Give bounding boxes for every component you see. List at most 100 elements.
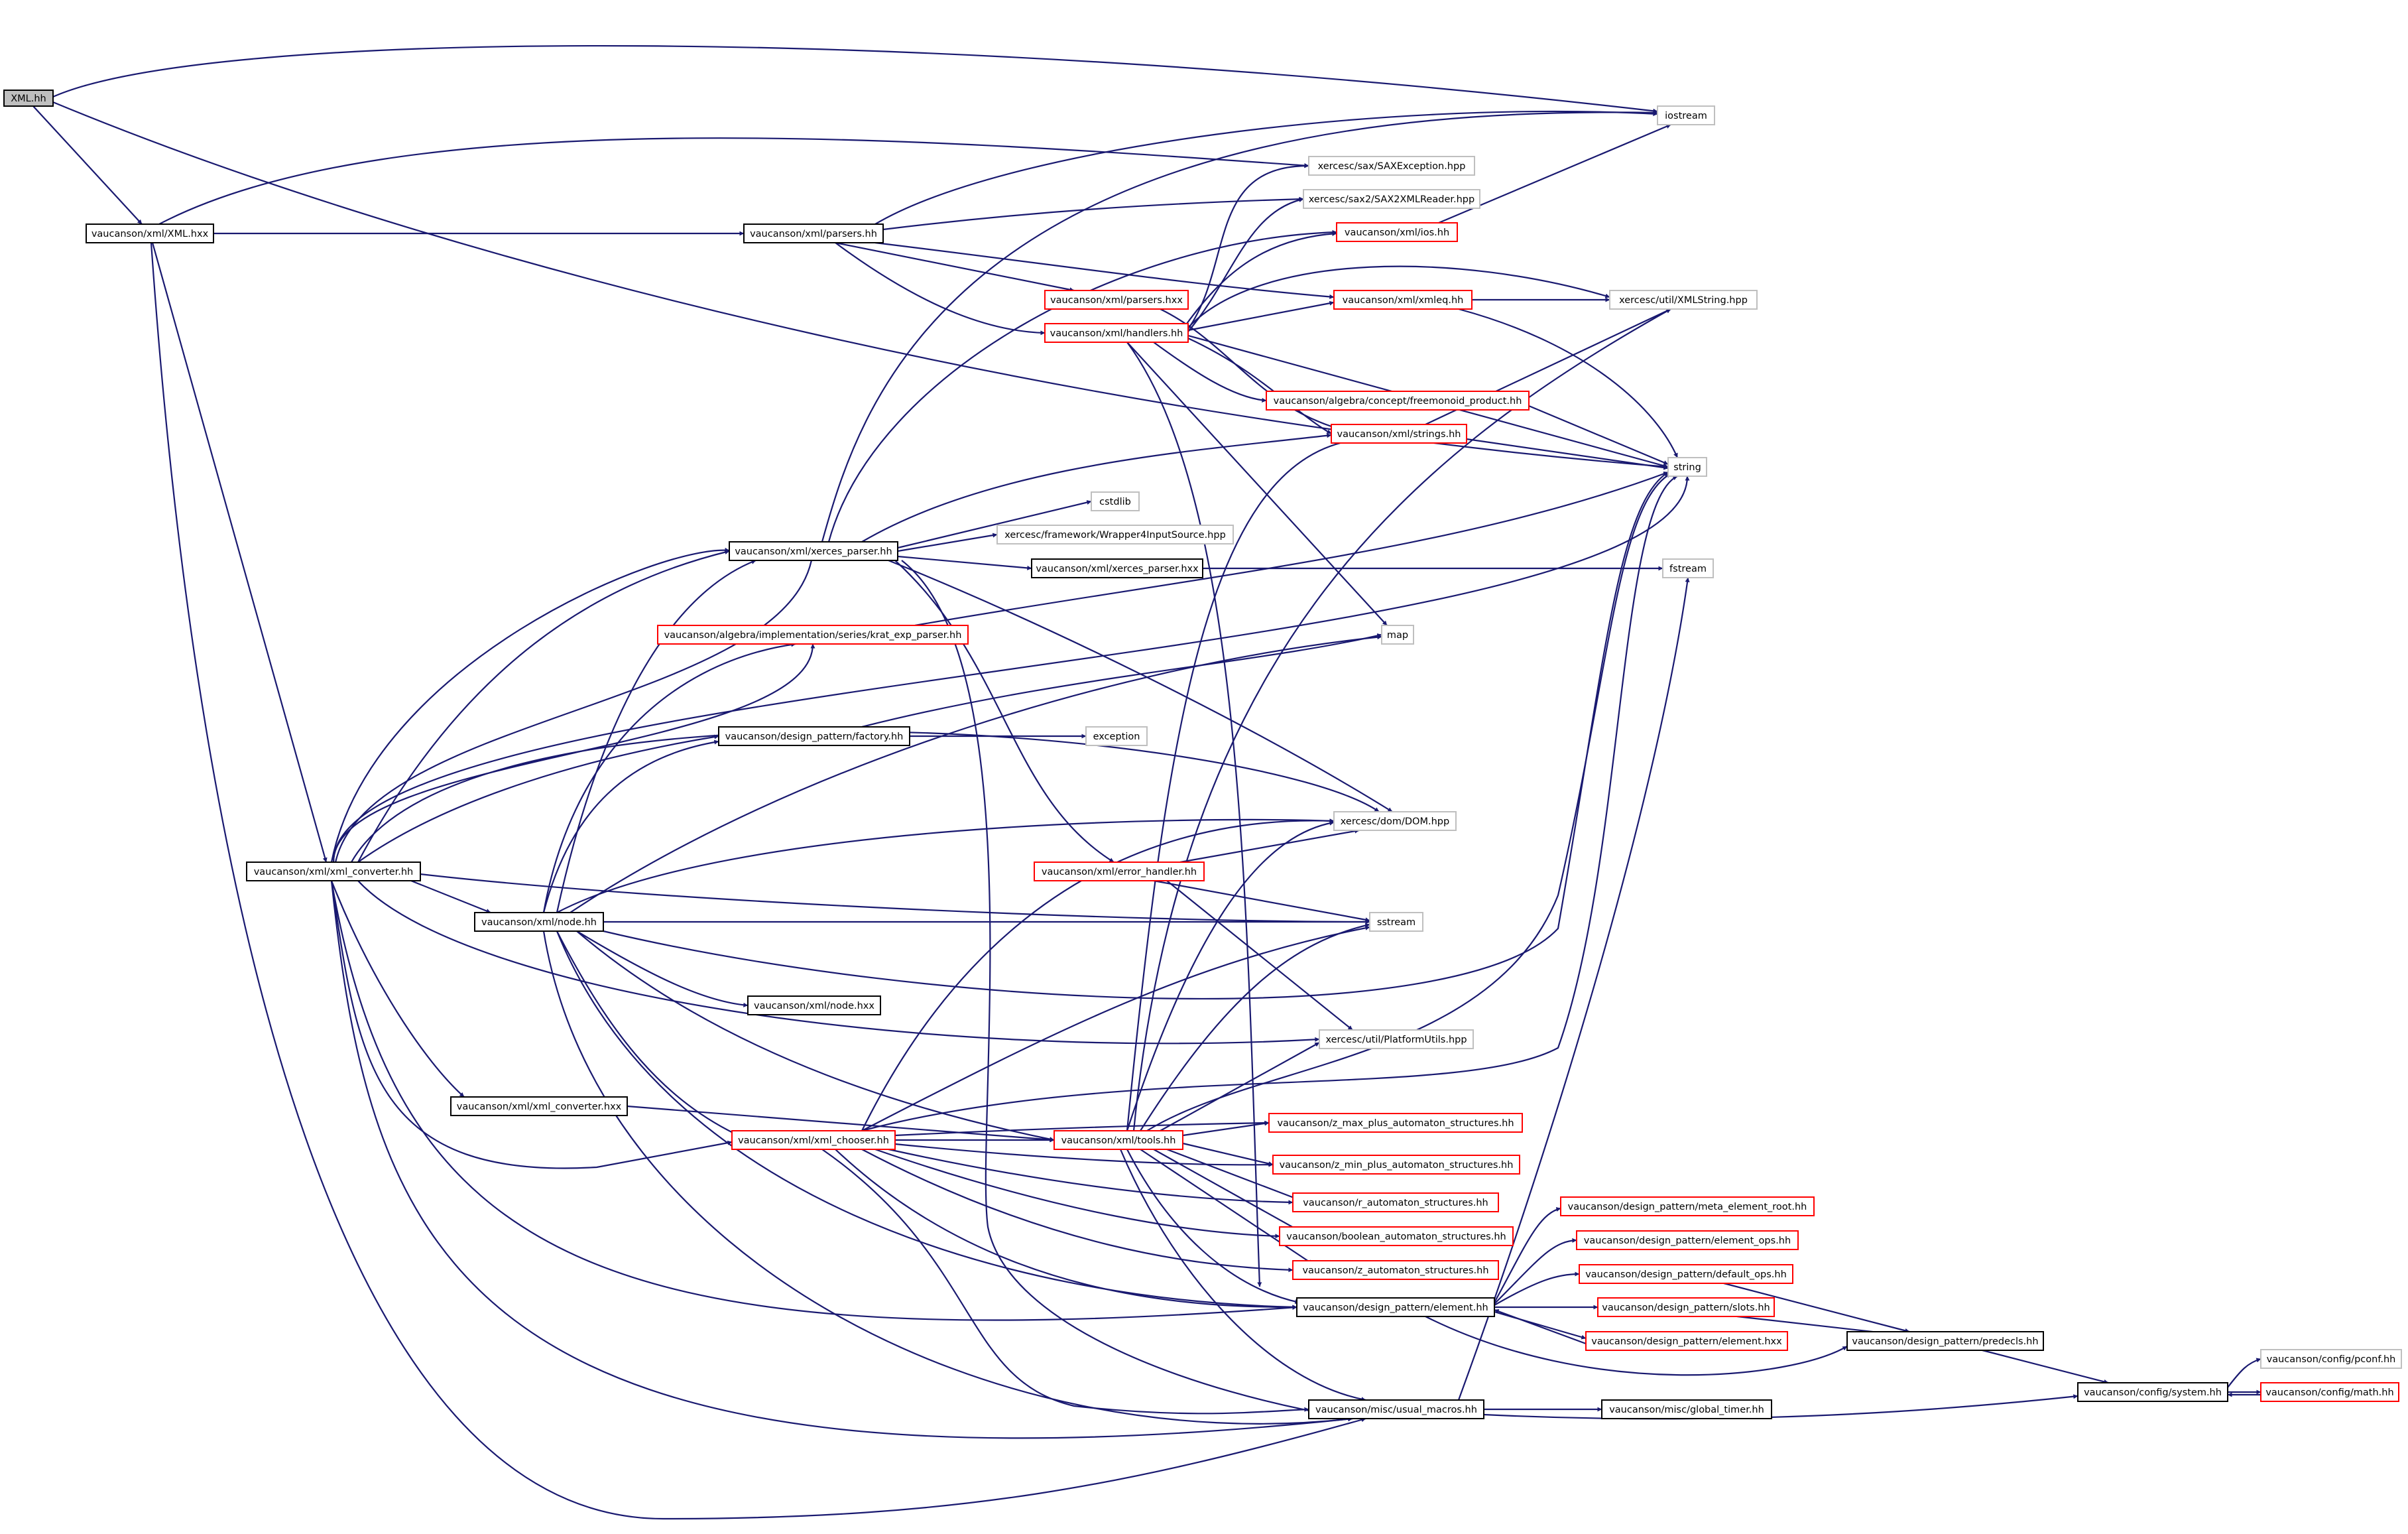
node-box: [2260, 1349, 2402, 1369]
node-xerces-parser-hh[interactable]: vaucanson/xml/xerces_parser.hh: [729, 541, 898, 561]
edge-xml_hxx-to-xml_converter_hh: [151, 242, 328, 863]
node-default-ops[interactable]: vaucanson/design_pattern/default_ops.hh: [1579, 1264, 1793, 1284]
node-element-hxx[interactable]: vaucanson/design_pattern/element.hxx: [1585, 1331, 1788, 1351]
edge-node_hh-to-usual_macros_hh: [542, 930, 1353, 1425]
edge-xml_converter_hh-to-element_hh: [330, 880, 1297, 1321]
node-pconf-hh[interactable]: vaucanson/config/pconf.hh: [2260, 1349, 2402, 1369]
node-default-ops-label: vaucanson/design_pattern/default_ops.hh: [1585, 1269, 1787, 1280]
node-error-handler-hh[interactable]: vaucanson/xml/error_handler.hh: [1034, 862, 1205, 881]
node-boolean-automaton[interactable]: vaucanson/boolean_automaton_structures.h…: [1279, 1226, 1514, 1246]
edge-xml_converter_hh-to-sstream: [420, 873, 1370, 925]
node-xml-hxx[interactable]: vaucanson/xml/XML.hxx: [86, 224, 214, 243]
node-slots-hh[interactable]: vaucanson/design_pattern/slots.hh: [1597, 1297, 1775, 1317]
node-node-hxx[interactable]: vaucanson/xml/node.hxx: [747, 995, 881, 1015]
node-string-label: string: [1673, 462, 1701, 473]
node-strings-hh[interactable]: vaucanson/xml/strings.hh: [1331, 424, 1467, 444]
node-usual-macros-hh[interactable]: vaucanson/misc/usual_macros.hh: [1308, 1399, 1484, 1419]
node-xmleq-hh-label: vaucanson/xml/xmleq.hh: [1343, 295, 1464, 306]
node-node-hh[interactable]: vaucanson/xml/node.hh: [474, 912, 604, 932]
node-map[interactable]: map: [1381, 625, 1414, 645]
node-element-ops[interactable]: vaucanson/design_pattern/element_ops.hh: [1576, 1230, 1799, 1250]
edge-strings_hh-to-string: [1466, 438, 1669, 470]
node-box: [3, 90, 54, 107]
node-exception[interactable]: exception: [1085, 726, 1148, 746]
node-box: [1336, 222, 1458, 242]
node-box: [246, 862, 421, 881]
edge-xml_hxx-to-saxexception: [158, 137, 1309, 225]
node-box: [1331, 424, 1467, 444]
node-math-hh[interactable]: vaucanson/config/math.hh: [2260, 1382, 2399, 1402]
edge-tools_hh-to-xmlstring: [1132, 308, 1671, 1131]
edge-xml_converter_hh-to-xml_chooser_hh: [330, 880, 733, 1169]
node-box: [1292, 1260, 1499, 1280]
node-element-hh[interactable]: vaucanson/design_pattern/element.hh: [1296, 1297, 1495, 1317]
node-sstream[interactable]: sstream: [1369, 912, 1423, 932]
node-usual-macros-hh-label: vaucanson/misc/usual_macros.hh: [1315, 1405, 1477, 1415]
edge-node_hh-to-krat_exp_parser: [542, 642, 796, 913]
node-sax-exception[interactable]: xercesc/sax/SAXException.hpp: [1308, 156, 1475, 176]
node-element-ops-label: vaucanson/design_pattern/element_ops.hh: [1584, 1236, 1791, 1246]
edge-xml_chooser_hh-to-z_min_plus: [894, 1143, 1274, 1167]
node-box: [450, 1096, 628, 1116]
node-tools-hh[interactable]: vaucanson/xml/tools.hh: [1054, 1130, 1183, 1150]
node-box: [1279, 1226, 1514, 1246]
node-xml-hxx-label: vaucanson/xml/XML.hxx: [91, 229, 209, 239]
node-xerces-parser-hxx[interactable]: vaucanson/xml/xerces_parser.hxx: [1031, 558, 1203, 578]
edge-node_hh-to-map: [570, 635, 1382, 913]
node-r-automaton[interactable]: vaucanson/r_automaton_structures.hh: [1292, 1192, 1499, 1212]
node-z-max-plus[interactable]: vaucanson/z_max_plus_automaton_structure…: [1268, 1113, 1523, 1133]
edge-xerces_parser_hh-to-cstdlib: [897, 500, 1092, 549]
node-string[interactable]: string: [1667, 457, 1707, 477]
node-platform-utils[interactable]: xercesc/util/PlatformUtils.hpp: [1319, 1029, 1474, 1049]
edge-xml_chooser_hh-to-z_max_plus: [894, 1120, 1270, 1137]
node-krat-exp-parser[interactable]: vaucanson/algebra/implementation/series/…: [657, 625, 969, 645]
node-xml-chooser-hh-label: vaucanson/xml/xml_chooser.hh: [738, 1135, 889, 1146]
node-handlers-hh[interactable]: vaucanson/xml/handlers.hh: [1044, 323, 1189, 343]
node-meta-element-root[interactable]: vaucanson/design_pattern/meta_element_ro…: [1560, 1196, 1815, 1216]
node-global-timer-hh[interactable]: vaucanson/misc/global_timer.hh: [1601, 1399, 1772, 1419]
edge-xml_converter_hh-to-xerces_parser_hh: [330, 547, 730, 863]
node-box: [1601, 1399, 1772, 1419]
node-xml-chooser-hh[interactable]: vaucanson/xml/xml_chooser.hh: [731, 1130, 896, 1150]
node-iostream[interactable]: iostream: [1657, 105, 1715, 125]
edge-predecls_hh-to-system_hh: [1982, 1349, 2109, 1384]
node-xml-string[interactable]: xercesc/util/XMLString.hpp: [1609, 290, 1758, 310]
node-box: [1031, 558, 1203, 578]
node-box: [1266, 391, 1530, 411]
edge-xml_chooser_hh-to-usual_macros_hh: [821, 1149, 1309, 1415]
node-factory-hh[interactable]: vaucanson/design_pattern/factory.hh: [718, 726, 910, 746]
edge-xerces_parser_hh-to-dom_hpp: [888, 559, 1393, 812]
edge-tools_hh-to-element_hh: [1126, 1149, 1300, 1304]
node-dom-hpp[interactable]: xercesc/dom/DOM.hpp: [1333, 811, 1457, 831]
edge-handlers_hh-to-saxexception: [1187, 163, 1309, 330]
node-predecls-hh-label: vaucanson/design_pattern/predecls.hh: [1852, 1336, 2038, 1347]
node-xmleq-hh[interactable]: vaucanson/xml/xmleq.hh: [1333, 290, 1473, 310]
node-xml-converter-hxx[interactable]: vaucanson/xml/xml_converter.hxx: [450, 1096, 628, 1116]
node-xml-converter-hh[interactable]: vaucanson/xml/xml_converter.hh: [246, 862, 421, 881]
node-freemonoid-product[interactable]: vaucanson/algebra/concept/freemonoid_pro…: [1266, 391, 1530, 411]
node-z-automaton-label: vaucanson/z_automaton_structures.hh: [1302, 1265, 1488, 1276]
edge-handlers_hh-to-freemonoid: [1153, 342, 1267, 403]
edge-xerces_parser_hh-to-ios_hh: [827, 229, 1337, 543]
node-parsers-hh[interactable]: vaucanson/xml/parsers.hh: [743, 224, 884, 243]
node-parsers-hxx[interactable]: vaucanson/xml/parsers.hxx: [1044, 290, 1189, 310]
node-fstream[interactable]: fstream: [1662, 558, 1714, 578]
node-box: [1308, 156, 1475, 176]
node-xerces-parser-hxx-label: vaucanson/xml/xerces_parser.hxx: [1036, 564, 1199, 574]
node-predecls-hh[interactable]: vaucanson/design_pattern/predecls.hh: [1846, 1331, 2044, 1351]
node-sax2-xml-reader[interactable]: xercesc/sax2/SAX2XMLReader.hpp: [1303, 189, 1480, 209]
edge-xml_chooser_hh-to-z_automaton: [861, 1149, 1294, 1273]
edge-error_handler_hh-to-dom_hpp: [1179, 828, 1360, 863]
node-wrapper4-input-source[interactable]: xercesc/framework/Wrapper4InputSource.hp…: [996, 525, 1234, 544]
node-xml-hh[interactable]: XML.hh: [3, 90, 54, 107]
edge-usual_macros_hh-to-fstream: [1457, 577, 1690, 1401]
edge-xml_chooser_hh-to-string: [861, 476, 1678, 1132]
node-z-automaton[interactable]: vaucanson/z_automaton_structures.hh: [1292, 1260, 1499, 1280]
node-box: [1091, 491, 1140, 511]
node-cstdlib[interactable]: cstdlib: [1091, 491, 1140, 511]
node-box: [718, 726, 910, 746]
node-ios-hh[interactable]: vaucanson/xml/ios.hh: [1336, 222, 1458, 242]
node-z-min-plus[interactable]: vaucanson/z_min_plus_automaton_structure…: [1272, 1155, 1520, 1175]
edge-tools_hh-to-z_max_plus: [1182, 1121, 1270, 1137]
node-system-hh[interactable]: vaucanson/config/system.hh: [2077, 1382, 2228, 1402]
